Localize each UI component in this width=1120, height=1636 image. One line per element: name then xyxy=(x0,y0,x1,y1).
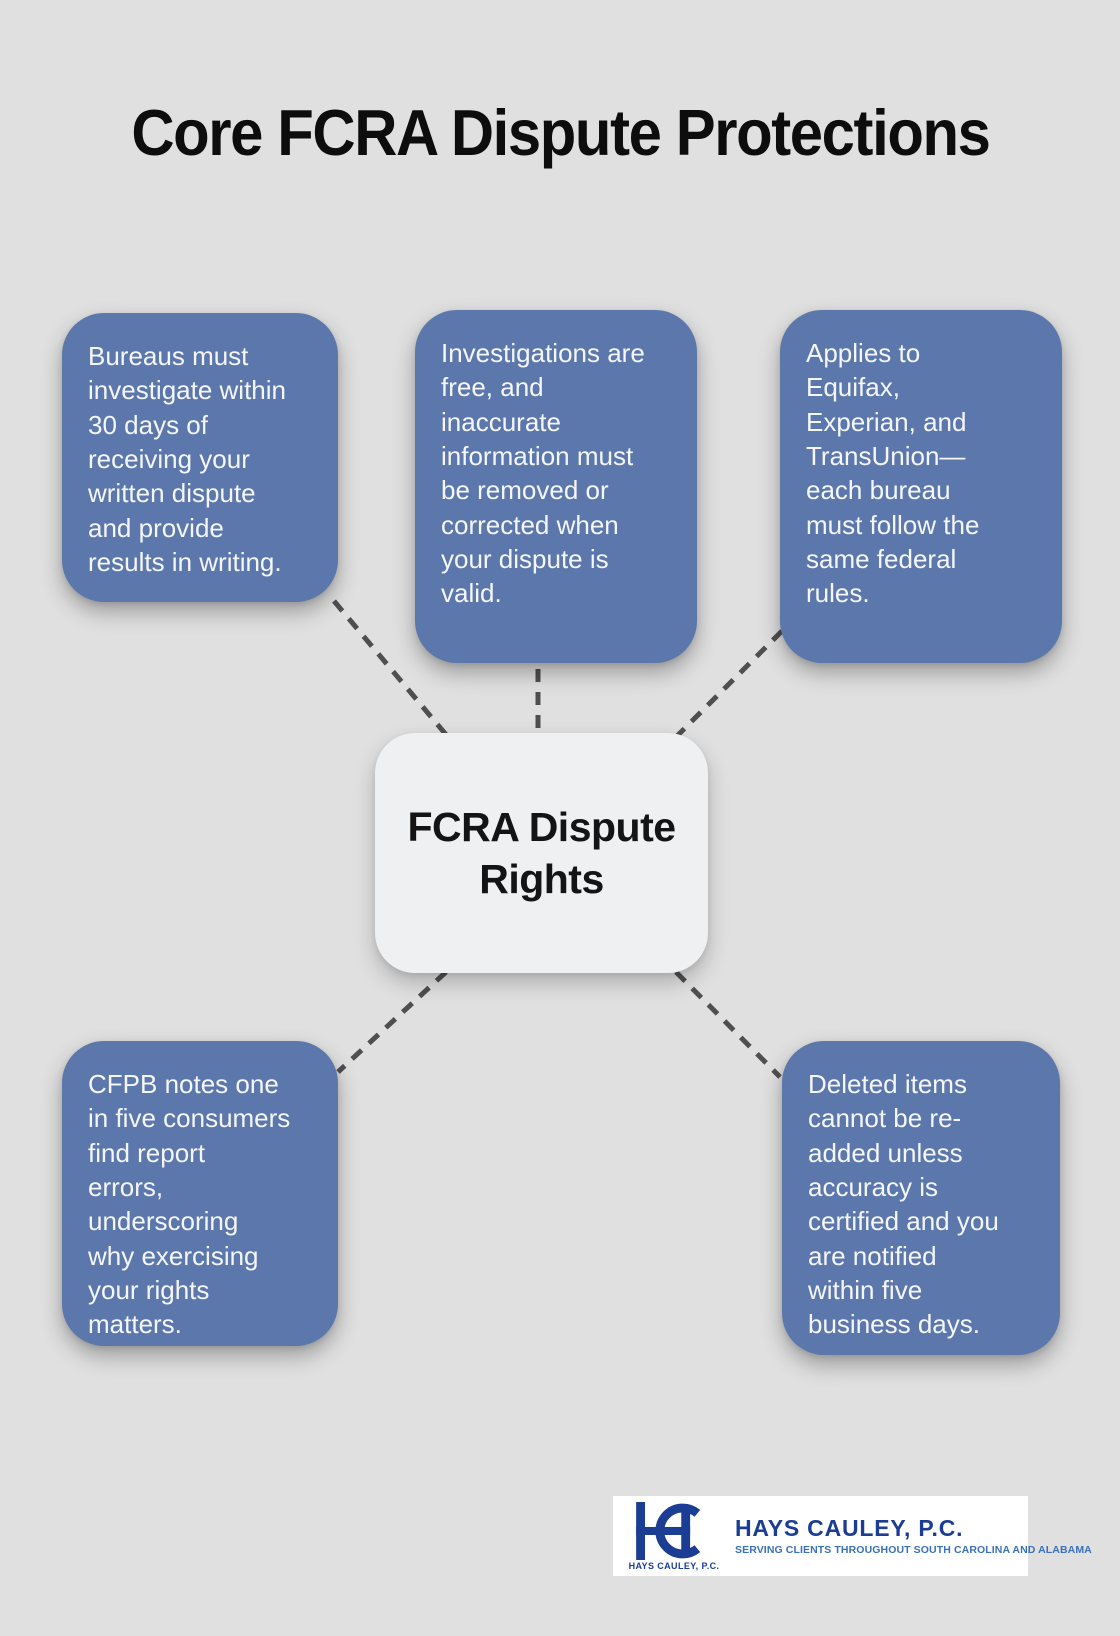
page-title-text: Core FCRA Dispute Protections xyxy=(130,96,991,169)
card-cfpb-error-stat: CFPB notes one in five consumers find re… xyxy=(62,1041,338,1346)
logo-text: HAYS CAULEY, P.C. SERVING CLIENTS THROUG… xyxy=(735,1514,1092,1557)
card-text: Applies to Equifax, Experian, and TransU… xyxy=(806,338,980,609)
page-title: Core FCRA Dispute Protections xyxy=(0,96,1120,171)
center-node: FCRA Dispute Rights xyxy=(375,733,708,973)
card-text: Investigations are free, and inaccurate … xyxy=(441,338,645,609)
card-text: Bureaus must investigate within 30 days … xyxy=(88,341,286,577)
logo-panel: HAYS CAULEY, P.C. HAYS CAULEY, P.C. SERV… xyxy=(613,1496,1092,1576)
logo-name: HAYS CAULEY, P.C. xyxy=(735,1514,964,1541)
logo-tagline: SERVING CLIENTS THROUGHOUT SOUTH CAROLIN… xyxy=(735,1544,1092,1557)
card-applies-to-bureaus: Applies to Equifax, Experian, and TransU… xyxy=(780,310,1062,663)
card-text: Deleted items cannot be re- added unless… xyxy=(808,1069,999,1340)
hc-monogram-logo: HAYS CAULEY, P.C. xyxy=(623,1501,725,1571)
center-node-label: FCRA Dispute Rights xyxy=(407,803,676,902)
card-investigation-deadline: Bureaus must investigate within 30 days … xyxy=(62,313,338,602)
hc-monogram-icon xyxy=(636,1501,701,1560)
card-free-investigations: Investigations are free, and inaccurate … xyxy=(415,310,697,663)
connector-line-bottomleft xyxy=(336,970,448,1074)
card-text: CFPB notes one in five consumers find re… xyxy=(88,1069,291,1340)
card-reinsertion-protection: Deleted items cannot be re- added unless… xyxy=(782,1041,1060,1355)
connector-line-bottomright xyxy=(674,970,782,1079)
connector-line-topright xyxy=(673,629,784,740)
logo-caption: HAYS CAULEY, P.C. xyxy=(628,1560,720,1571)
